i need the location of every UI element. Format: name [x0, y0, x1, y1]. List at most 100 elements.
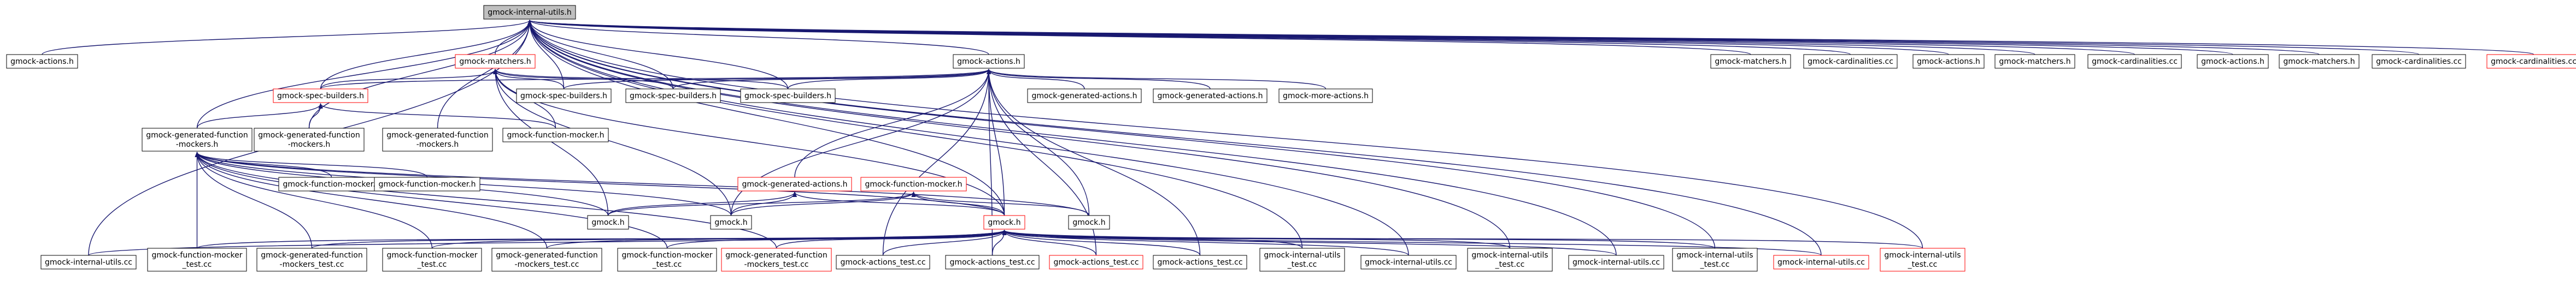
node-n_spec_red[interactable]: gmock-spec-builders.h — [273, 88, 368, 103]
edge-b_iut2-to-root — [527, 20, 1511, 249]
node-b_fmt3[interactable]: gmock-function-mocker_test.cc — [617, 248, 717, 272]
node-label: _test.cc — [417, 260, 447, 269]
node-b_iu2[interactable]: gmock-internal-utils.cc — [1360, 255, 1457, 270]
node-n_actions_h_l[interactable]: gmock-actions.h — [6, 54, 78, 69]
edge-n_gmock_c-to-n_actions_mid — [987, 69, 1090, 216]
node-n_card1[interactable]: gmock-cardinalities.cc — [1803, 54, 1898, 69]
edge-n_spec2-to-n_actions_mid — [672, 69, 991, 89]
node-label: _test.cc — [1908, 260, 1938, 269]
node-n_fm_a[interactable]: gmock-function-mocker.h — [278, 177, 385, 192]
node-box — [382, 128, 493, 152]
edge-b_iu3-to-n_gmock_red — [1002, 230, 1617, 256]
edge-n_spec_red-to-root — [320, 20, 532, 89]
node-box — [860, 177, 967, 192]
node-n_more_actions[interactable]: gmock-more-actions.h — [1278, 88, 1373, 103]
node-box — [1467, 248, 1553, 272]
node-b_iut3[interactable]: gmock-internal-utils_test.cc — [1672, 248, 1758, 272]
node-box — [278, 177, 385, 192]
node-n_matchers_r1[interactable]: gmock-matchers.h — [1710, 54, 1791, 69]
edge-b_iu3-to-root — [527, 20, 1617, 256]
node-root[interactable]: gmock-internal-utils.h — [483, 5, 576, 20]
node-label: gmock-generated-function — [496, 251, 598, 260]
edge-b_iut_red-to-n_gmock_red — [1002, 230, 1923, 249]
edge-n_gmock_c-to-n_gfm_main — [195, 152, 1090, 216]
edge-b_gfmt1-to-n_gfm_main — [195, 152, 313, 249]
edge-b_iut3-to-root — [527, 20, 1716, 249]
edge-n_gfm_main-to-n_spec_red — [196, 103, 323, 129]
node-n_actions_r2[interactable]: gmock-actions.h — [2197, 54, 2269, 69]
node-b_iut_red[interactable]: gmock-internal-utils_test.cc — [1880, 248, 1965, 272]
node-b_iu1[interactable]: gmock-internal-utils.cc — [40, 255, 137, 270]
node-label: gmock-actions.h — [2201, 57, 2264, 66]
node-box — [1568, 255, 1664, 270]
node-n_spec3[interactable]: gmock-spec-builders.h — [740, 88, 836, 103]
node-b_fmt2[interactable]: gmock-function-mocker_test.cc — [382, 248, 482, 272]
edge-n_gmock_red-to-n_gen_actions_red — [793, 192, 1005, 216]
node-n_gfm_c[interactable]: gmock-generated-function-mockers.h — [382, 128, 493, 152]
node-b_at1[interactable]: gmock-actions_test.cc — [836, 255, 930, 270]
node-b_iut2[interactable]: gmock-internal-utils_test.cc — [1467, 248, 1553, 272]
node-box — [1049, 255, 1143, 270]
node-n_gmock_a[interactable]: gmock.h — [587, 215, 629, 230]
node-label: gmock-internal-utils — [1471, 251, 1548, 260]
node-n_fm_red[interactable]: gmock-function-mocker.h — [860, 177, 967, 192]
node-b_at_red[interactable]: gmock-actions_test.cc — [1049, 255, 1143, 270]
graph-edges — [42, 20, 2534, 256]
node-box — [1912, 54, 1985, 69]
node-box — [710, 215, 752, 230]
node-n_card_red[interactable]: gmock-cardinalities.cc — [2486, 54, 2576, 69]
edge-b_iu_red-to-root — [527, 20, 1822, 256]
node-b_gfmt2[interactable]: gmock-generated-function-mockers_test.cc — [491, 248, 602, 272]
node-n_gen_actions_red[interactable]: gmock-generated-actions.h — [737, 177, 852, 192]
node-n_gen_actions1[interactable]: gmock-generated-actions.h — [1027, 88, 1142, 103]
node-label: gmock-spec-builders.h — [277, 92, 364, 100]
node-label: _test.cc — [652, 260, 682, 269]
node-n_gen_actions2[interactable]: gmock-generated-actions.h — [1153, 88, 1268, 103]
node-b_iut1[interactable]: gmock-internal-utils_test.cc — [1259, 248, 1345, 272]
node-n_spec1[interactable]: gmock-spec-builders.h — [516, 88, 612, 103]
node-n_card3[interactable]: gmock-cardinalities.cc — [2372, 54, 2466, 69]
edge-n_gmock_red-to-n_actions_mid — [987, 69, 1005, 216]
node-label: gmock-cardinalities.cc — [2376, 57, 2462, 66]
node-label: gmock-spec-builders.h — [630, 92, 717, 100]
node-n_card2[interactable]: gmock-cardinalities.cc — [2087, 54, 2182, 69]
node-b_at3[interactable]: gmock-actions_test.cc — [1153, 255, 1247, 270]
edge-n_gen_actions_red-to-n_actions_mid — [794, 69, 991, 178]
node-n_gmock_b[interactable]: gmock.h — [710, 215, 752, 230]
edge-n_spec3-to-n_actions_mid — [787, 69, 991, 89]
node-label: _test.cc — [1287, 260, 1317, 269]
node-label: gmock-actions.h — [10, 57, 74, 66]
node-b_at2[interactable]: gmock-actions_test.cc — [945, 255, 1040, 270]
node-b_fmt1[interactable]: gmock-function-mocker_test.cc — [147, 248, 247, 272]
node-box — [617, 248, 717, 272]
edge-n_more_actions-to-n_actions_mid — [987, 69, 1327, 89]
node-b_gfmt1[interactable]: gmock-generated-function-mockers_test.cc — [256, 248, 367, 272]
node-n_matchers_red[interactable]: gmock-matchers.h — [455, 54, 536, 69]
node-n_gfm_main[interactable]: gmock-generated-function-mockers.h — [142, 128, 253, 152]
node-box — [740, 88, 836, 103]
node-n_actions_r1[interactable]: gmock-actions.h — [1912, 54, 1985, 69]
node-n_matchers_r2[interactable]: gmock-matchers.h — [1994, 54, 2075, 69]
node-b_gfmt_red[interactable]: gmock-generated-function-mockers_test.cc — [721, 248, 832, 272]
edge-b_gfmt2-to-n_gfm_main — [195, 152, 548, 249]
node-n_gfm_b[interactable]: gmock-generated-function-mockers.h — [254, 128, 365, 152]
node-n_fm_b[interactable]: gmock-function-mocker.h — [374, 177, 480, 192]
node-n_gmock_red[interactable]: gmock.h — [983, 215, 1025, 230]
node-n_gmock_c[interactable]: gmock.h — [1068, 215, 1110, 230]
node-b_iu_red[interactable]: gmock-internal-utils.cc — [1773, 255, 1869, 270]
node-box — [1068, 215, 1110, 230]
node-label: gmock-generated-function — [146, 131, 248, 140]
node-n_actions_mid[interactable]: gmock-actions.h — [953, 54, 1025, 69]
node-n_matchers_r3[interactable]: gmock-matchers.h — [2279, 54, 2360, 69]
node-label: -mockers.h — [176, 140, 219, 149]
node-n_spec2[interactable]: gmock-spec-builders.h — [625, 88, 721, 103]
edge-n_actions_h_l-to-root — [42, 20, 532, 55]
node-label: gmock-matchers.h — [2283, 57, 2355, 66]
node-box — [721, 248, 832, 272]
edge-b_iut1-to-root — [527, 20, 1303, 249]
node-n_fm_top[interactable]: gmock-function-mocker.h — [502, 128, 609, 142]
node-box — [737, 177, 852, 192]
node-box — [147, 248, 247, 272]
node-b_iu3[interactable]: gmock-internal-utils.cc — [1568, 255, 1664, 270]
node-label: gmock-internal-utils — [1884, 251, 1961, 260]
